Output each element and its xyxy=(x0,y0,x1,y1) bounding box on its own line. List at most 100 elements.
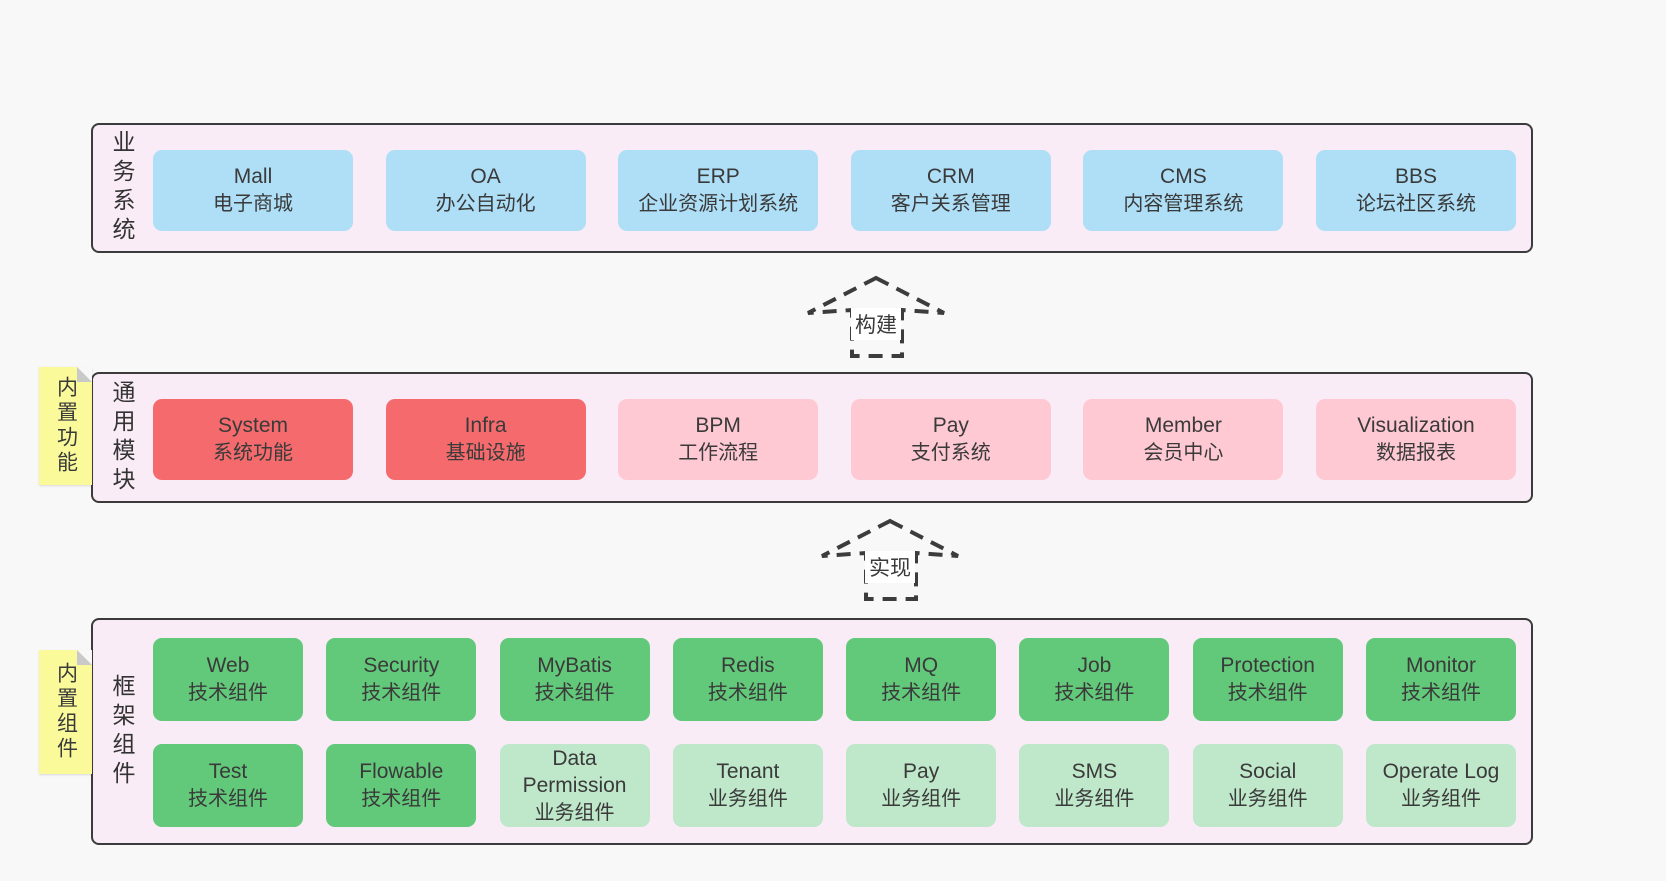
system-box-oa: OA 办公自动化 xyxy=(385,150,586,231)
box-desc: 客户关系管理 xyxy=(890,193,1011,216)
component-box-sms: SMS 业务组件 xyxy=(1019,744,1170,827)
layer-framework-components: 框架组件 Web 技术组件 Security 技术组件 MyBatis 技术组件… xyxy=(91,618,1533,845)
framework-components-row-1: Web 技术组件 Security 技术组件 MyBatis 技术组件 Redi… xyxy=(153,638,1516,721)
box-desc: 支付系统 xyxy=(910,442,991,465)
module-box-visualization: Visualization 数据报表 xyxy=(1315,399,1516,480)
system-box-crm: CRM 客户关系管理 xyxy=(850,150,1051,231)
system-box-cms: CMS 内容管理系统 xyxy=(1083,150,1284,231)
module-box-infra: Infra 基础设施 xyxy=(385,399,586,480)
box-desc: 论坛社区系统 xyxy=(1355,193,1476,216)
box-name: Data Permission xyxy=(522,746,627,798)
component-box-job: Job 技术组件 xyxy=(1019,638,1170,721)
component-box-security: Security 技术组件 xyxy=(326,638,477,721)
box-name: Mall xyxy=(233,165,273,189)
layer-business-systems: 业务系统 Mall 电子商城 OA 办公自动化 ERP 企业资源计划系统 CRM… xyxy=(91,123,1533,253)
framework-components-row-2: Test 技术组件 Flowable 技术组件 Data Permission … xyxy=(153,744,1516,827)
box-name: Social xyxy=(1239,760,1297,784)
component-box-flowable: Flowable 技术组件 xyxy=(326,744,477,827)
box-name: CRM xyxy=(926,165,975,189)
box-desc: 业务组件 xyxy=(534,802,615,825)
module-box-pay: Pay 支付系统 xyxy=(850,399,1051,480)
component-box-monitor: Monitor 技术组件 xyxy=(1365,638,1516,721)
box-desc: 会员中心 xyxy=(1143,442,1224,465)
build-arrow-label: 构建 xyxy=(851,308,901,340)
box-desc: 企业资源计划系统 xyxy=(638,193,799,216)
system-box-bbs: BBS 论坛社区系统 xyxy=(1315,150,1516,231)
box-desc: 业务组件 xyxy=(1054,788,1135,811)
layer-label-business-systems: 业务系统 xyxy=(109,130,135,246)
box-name: Pay xyxy=(932,414,969,438)
implement-arrow-label: 实现 xyxy=(865,551,915,583)
box-desc: 工作流程 xyxy=(678,442,759,465)
component-box-tenant: Tenant 业务组件 xyxy=(672,744,823,827)
box-name: MyBatis xyxy=(537,654,612,678)
box-name: Visualization xyxy=(1357,414,1475,438)
box-name: BPM xyxy=(695,414,741,438)
box-name: Tenant xyxy=(716,760,780,784)
box-desc: 技术组件 xyxy=(1054,682,1135,705)
box-desc: 技术组件 xyxy=(707,682,788,705)
folded-corner-icon xyxy=(77,367,92,382)
business-systems-row: Mall 电子商城 OA 办公自动化 ERP 企业资源计划系统 CRM 客户关系… xyxy=(153,150,1516,231)
sticky-built-in-components: 内置组件 xyxy=(39,650,92,774)
module-box-bpm: BPM 工作流程 xyxy=(618,399,819,480)
build-arrow: 构建 xyxy=(805,275,947,359)
sticky-label: 内置功能 xyxy=(54,376,78,476)
box-name: Test xyxy=(208,760,248,784)
component-box-social: Social 业务组件 xyxy=(1192,744,1343,827)
box-name: ERP xyxy=(696,165,740,189)
box-name: Monitor xyxy=(1405,654,1476,678)
box-desc: 内容管理系统 xyxy=(1123,193,1244,216)
box-desc: 业务组件 xyxy=(881,788,962,811)
box-name: Web xyxy=(206,654,250,678)
component-box-mybatis: MyBatis 技术组件 xyxy=(499,638,650,721)
box-name: SMS xyxy=(1071,760,1118,784)
box-desc: 基础设施 xyxy=(445,442,526,465)
component-box-data-permission: Data Permission 业务组件 xyxy=(499,744,650,827)
box-desc: 技术组件 xyxy=(881,682,962,705)
system-box-erp: ERP 企业资源计划系统 xyxy=(618,150,819,231)
component-box-protection: Protection 技术组件 xyxy=(1192,638,1343,721)
box-name: Pay xyxy=(903,760,940,784)
common-modules-row: System 系统功能 Infra 基础设施 BPM 工作流程 Pay 支付系统… xyxy=(153,399,1516,480)
box-name: Member xyxy=(1144,414,1222,438)
box-desc: 系统功能 xyxy=(213,442,293,465)
component-box-test: Test 技术组件 xyxy=(153,744,303,827)
component-box-mq: MQ 技术组件 xyxy=(846,638,997,721)
layer-common-modules: 通用模块 System 系统功能 Infra 基础设施 BPM 工作流程 Pay… xyxy=(91,372,1533,503)
box-name: Redis xyxy=(720,654,775,678)
component-box-redis: Redis 技术组件 xyxy=(672,638,823,721)
box-desc: 技术组件 xyxy=(188,682,268,705)
box-name: Infra xyxy=(464,414,507,438)
box-desc: 业务组件 xyxy=(1227,788,1308,811)
box-desc: 技术组件 xyxy=(361,682,442,705)
box-name: Operate Log xyxy=(1382,760,1500,784)
box-name: Job xyxy=(1077,654,1112,678)
box-desc: 技术组件 xyxy=(1227,682,1308,705)
box-desc: 技术组件 xyxy=(188,788,268,811)
box-name: Security xyxy=(363,654,440,678)
box-desc: 技术组件 xyxy=(361,788,442,811)
component-box-operate-log: Operate Log 业务组件 xyxy=(1365,744,1516,827)
folded-corner-icon xyxy=(77,650,92,665)
box-name: CMS xyxy=(1160,165,1207,189)
box-desc: 技术组件 xyxy=(534,682,615,705)
box-desc: 电子商城 xyxy=(213,193,293,216)
system-box-mall: Mall 电子商城 xyxy=(153,150,353,231)
box-name: System xyxy=(217,414,288,438)
component-box-web: Web 技术组件 xyxy=(153,638,303,721)
box-desc: 技术组件 xyxy=(1400,682,1481,705)
implement-arrow: 实现 xyxy=(819,518,961,602)
sticky-built-in-features: 内置功能 xyxy=(39,367,92,485)
component-box-pay: Pay 业务组件 xyxy=(846,744,997,827)
box-name: BBS xyxy=(1394,165,1437,189)
box-desc: 数据报表 xyxy=(1375,442,1456,465)
box-name: MQ xyxy=(904,654,939,678)
box-name: Protection xyxy=(1220,654,1315,678)
module-box-member: Member 会员中心 xyxy=(1083,399,1284,480)
box-name: OA xyxy=(470,165,501,189)
module-box-system: System 系统功能 xyxy=(153,399,353,480)
box-name: Flowable xyxy=(359,760,444,784)
layer-label-framework-components: 框架组件 xyxy=(109,673,135,790)
